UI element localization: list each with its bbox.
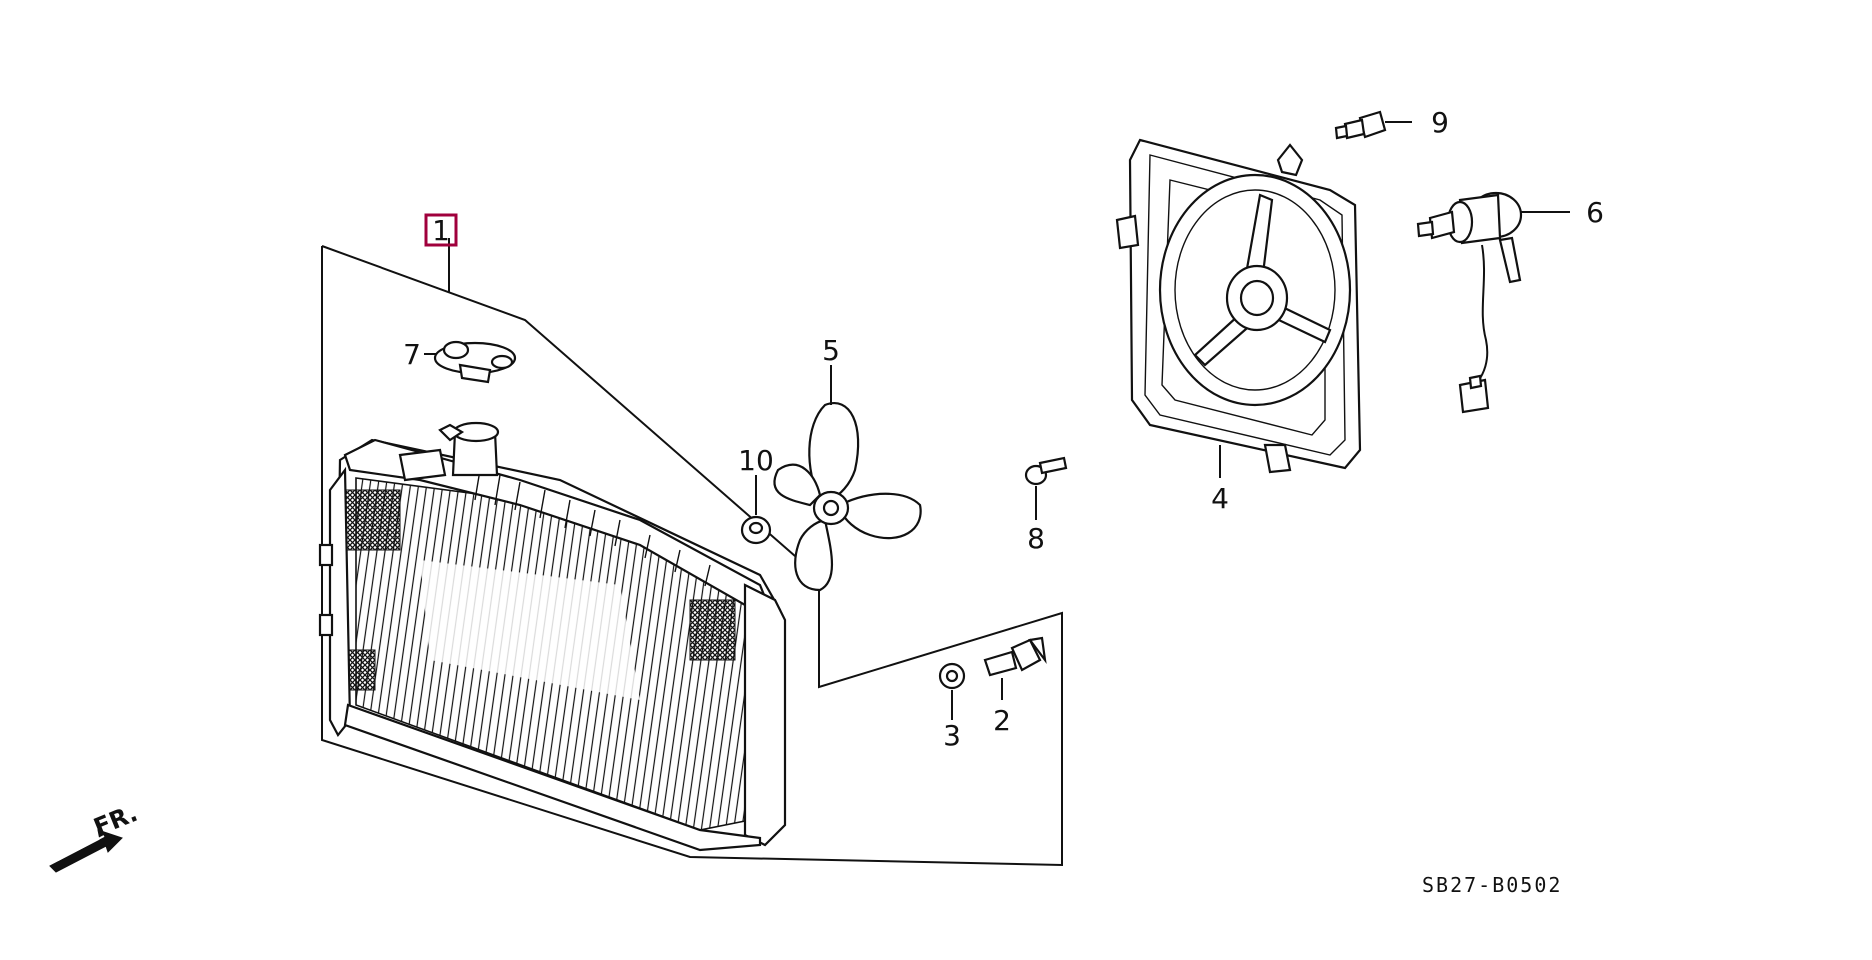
nut (740, 475, 772, 545)
callout-4[interactable]: 4 (1211, 482, 1229, 515)
fan-blade (773, 365, 922, 592)
front-direction-arrow: FR. (49, 799, 142, 873)
callout-1[interactable]: 1 (424, 213, 458, 247)
radiator (318, 421, 787, 852)
callout-5[interactable]: 5 (822, 334, 840, 367)
washer (938, 662, 966, 720)
radiator-cap (424, 340, 517, 384)
callout-1-label: 1 (432, 214, 450, 247)
fan-motor (1416, 191, 1570, 414)
fan-shroud (1115, 138, 1362, 478)
diagram-code: SB27-B0502 (1422, 873, 1562, 897)
callout-7[interactable]: 7 (403, 338, 421, 371)
callout-10[interactable]: 10 (738, 444, 774, 477)
assembly-outline (321, 238, 1063, 867)
callout-6[interactable]: 6 (1586, 196, 1604, 229)
callout-2[interactable]: 2 (993, 704, 1011, 737)
flange-bolt (1024, 456, 1068, 520)
callout-9[interactable]: 9 (1431, 106, 1449, 139)
callout-3[interactable]: 3 (943, 719, 961, 752)
front-direction-label: FR. (90, 799, 142, 842)
thermo-switch (1334, 110, 1412, 140)
callout-1-highlight (424, 213, 458, 247)
drain-bolt (983, 636, 1047, 700)
callout-8[interactable]: 8 (1027, 522, 1045, 555)
